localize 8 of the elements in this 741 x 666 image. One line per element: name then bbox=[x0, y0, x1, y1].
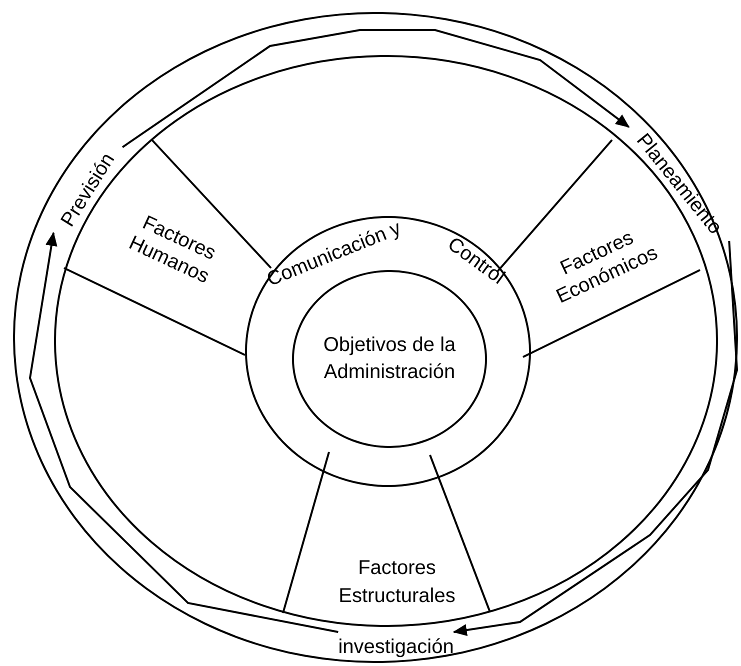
ring-shape bbox=[245, 216, 531, 487]
cycle-arrow bbox=[452, 240, 738, 636]
outer-wheel-ring bbox=[13, 12, 738, 663]
sector-label: Factores Estructurales bbox=[322, 554, 472, 610]
cycle-label: investigación bbox=[338, 632, 454, 662]
center-label: Objetivos de la Administración bbox=[322, 333, 457, 385]
cycle-arrow bbox=[122, 29, 630, 148]
cycle-arrow bbox=[28, 232, 338, 633]
